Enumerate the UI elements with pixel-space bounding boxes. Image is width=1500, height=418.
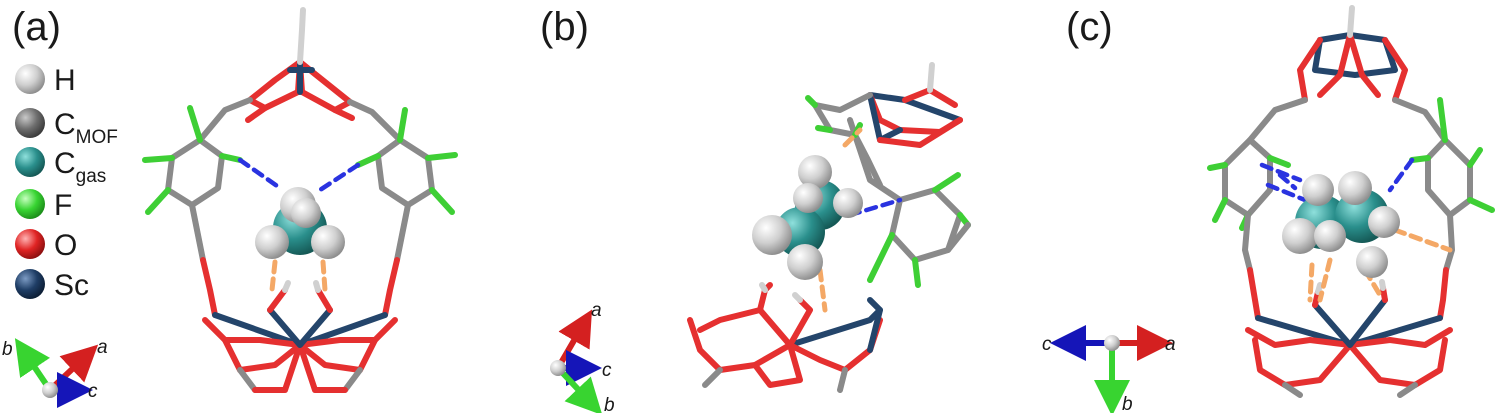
axis-label-b: b	[2, 339, 13, 360]
structure-b	[687, 62, 971, 393]
axis-label-c: c	[1042, 334, 1052, 355]
axis-label-b: b	[1122, 394, 1133, 413]
legend-item-c-gas: Cgas	[15, 147, 106, 187]
panel-label-a: (a)	[12, 5, 61, 49]
panel-label-b: (b)	[540, 5, 589, 49]
axis-label-b: b	[604, 395, 615, 413]
axis-label-a: a	[1165, 334, 1176, 355]
legend-item-sc: Sc	[15, 269, 89, 302]
legend-label-sc: Sc	[54, 269, 89, 302]
axis-label-a: a	[97, 337, 108, 358]
axis-origin-icon	[550, 360, 566, 376]
fluorine-sphere-icon	[15, 189, 45, 219]
hydrogen-sphere-icon	[15, 64, 45, 94]
axis-a-arrow	[555, 309, 593, 370]
axis-indicator-a: b a c	[2, 337, 108, 408]
legend-item-o: O	[15, 229, 77, 262]
legend-item-f: F	[15, 189, 72, 222]
carbon-mof-sphere-icon	[15, 108, 45, 138]
legend-label-c-gas: Cgas	[54, 147, 106, 187]
axis-indicator-c: c a b	[1042, 325, 1176, 416]
legend-label-o: O	[54, 229, 77, 262]
element-legend: H CMOF Cgas F O Sc	[15, 64, 118, 302]
axis-origin-icon	[1104, 335, 1120, 351]
axis-origin-icon	[42, 382, 58, 398]
axis-indicator-b: a c b	[550, 300, 615, 416]
axis-label-c: c	[88, 381, 98, 402]
legend-item-h: H	[15, 64, 76, 97]
axis-label-a: a	[591, 300, 602, 321]
carbon-gas-sphere-icon	[15, 147, 45, 177]
axis-label-c: c	[602, 360, 612, 381]
legend-label-c-mof: CMOF	[54, 108, 118, 148]
legend-item-c-mof: CMOF	[15, 108, 118, 148]
structure-c	[1207, 5, 1495, 398]
legend-label-f: F	[54, 189, 72, 222]
legend-label-h: H	[54, 64, 76, 97]
oxygen-sphere-icon	[15, 229, 45, 259]
panel-label-c: (c)	[1066, 5, 1113, 49]
structure-a	[142, 7, 458, 393]
scandium-sphere-icon	[15, 269, 45, 299]
